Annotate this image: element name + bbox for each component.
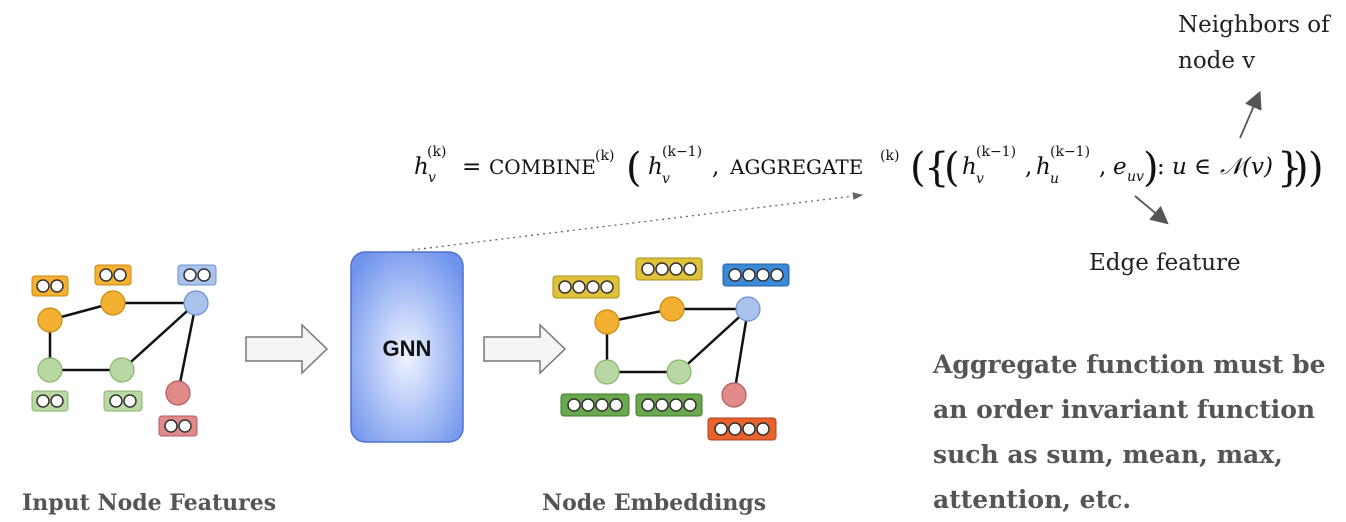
input-graph [31,264,217,437]
embedding-box-orange-left [552,275,620,299]
formula-paren-open-3: ( [944,145,960,191]
formula-e-base: e [1113,154,1127,180]
embedding-box-blue [722,263,790,287]
formula-lhs-sup: (k) [427,144,446,160]
aggregate-note-line: Aggregate function must be [933,350,1326,379]
feature-box-red [158,415,198,437]
formula-hprev-sup: (k−1) [662,144,702,160]
arrow-right-icon [245,323,329,375]
formula-combine-sup: (k) [595,148,614,164]
input-node-green-left [37,357,63,383]
output-node-green-right [666,359,692,385]
formula-hv-sup: (k−1) [976,144,1016,160]
formula-hv-base: h [962,154,977,180]
feature-box-green-right [103,390,143,412]
feature-box-orange-left [31,275,69,297]
input-feature-boxes [31,264,217,437]
formula-hu-sub: u [1050,171,1059,187]
input-node-green-right [109,357,135,383]
neighbors-label-line1: Neighbors of [1178,12,1331,38]
edge-feature-pointer-arrow [1134,195,1169,225]
formula-lhs-sub: v [428,170,436,186]
feature-box-green-left [31,390,69,412]
formula-in: ∈ [1194,154,1211,180]
output-graph [552,257,790,441]
formula-paren-close-1: ) [1308,145,1324,191]
formula-hv-sub: v [976,171,984,187]
formula-u: u [1172,154,1187,180]
embedding-box-green-left [560,393,630,417]
neighbors-label-line2: node v [1178,48,1255,74]
input-node-orange-top [100,290,126,316]
embedding-box-red [707,417,777,441]
dotted-connector [411,192,864,251]
input-nodes [37,290,209,406]
gnn-box: GNN [350,251,464,443]
input-node-blue [183,290,209,316]
edge-feature-label: Edge feature [1089,250,1241,276]
aggregate-note-line: attention, etc. [933,485,1132,514]
formula-paren-close-3: ) [1143,145,1159,191]
formula-hu-base: h [1036,154,1051,180]
neighbors-pointer-arrow [1239,90,1262,139]
formula-colon: : [1157,154,1165,180]
formula-e-sub: uv [1127,169,1144,185]
formula-comma-3: , [1099,154,1106,180]
formula-combine: COMBINE [489,155,596,179]
output-node-orange-top [659,296,685,322]
aggregate-note: Aggregate function must be an order inva… [933,342,1333,522]
formula-hprev-base: h [648,154,663,180]
formula-brace-close: } [1277,145,1302,191]
output-nodes [594,296,761,408]
output-embedding-boxes [552,257,790,441]
formula-neighborhood: 𝒩(v) [1220,154,1273,180]
formula-lhs-base: h [414,154,429,180]
formula-hu-sup: (k−1) [1050,144,1090,160]
formula-aggregate-sup: (k) [880,148,899,164]
output-node-green-left [594,359,620,385]
feature-box-orange-top [94,264,132,286]
output-node-red [721,382,747,408]
input-node-red [165,380,191,406]
embedding-box-orange-top [635,257,703,281]
formula-paren-open-2: ( [910,145,926,191]
output-node-blue [735,296,761,322]
output-caption: Node Embeddings [542,490,766,516]
formula-equals: = [462,154,481,180]
formula-paren-open-1: ( [626,145,642,191]
arrow-right-icon [483,323,567,375]
gnn-label: GNN [383,336,432,361]
formula-paren-close-2: ) [1293,145,1309,191]
aggregate-note-line: such as sum, mean, max, [933,440,1283,469]
feature-box-blue [177,264,217,286]
formula-aggregate: AGGREGATE [729,155,863,179]
formula-comma-1: , [712,154,719,180]
aggregate-note-line: an order invariant function [933,395,1316,424]
output-node-orange-left [594,309,620,335]
formula: h (k) v = COMBINE (k) ( h (k−1) v , AGGR… [414,144,1324,191]
formula-comma-2: , [1025,154,1032,180]
input-caption: Input Node Features [22,490,276,516]
formula-brace-open: { [924,145,949,191]
input-node-orange-left [37,307,63,333]
embedding-box-green-right [635,393,703,417]
formula-hprev-sub: v [662,171,670,187]
